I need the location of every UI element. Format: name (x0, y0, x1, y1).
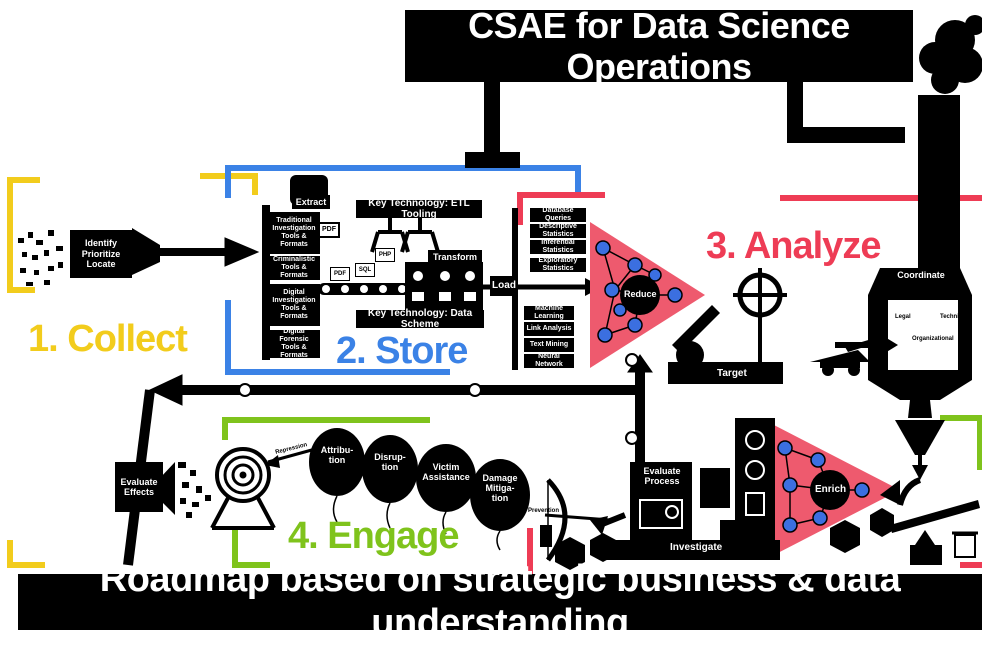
method-inferential-statistics: Inferential Statistics (530, 239, 586, 254)
method-database-queries: Database Queries (530, 207, 586, 222)
stage-engage-label: 4. Engage (288, 515, 459, 557)
scheme-label: Key Technology: Data Scheme (356, 308, 484, 330)
footer-banner: Roadmap based on strategic business & da… (18, 558, 982, 644)
transform-label: Transform (428, 250, 482, 264)
php-badge: PHP (375, 248, 395, 262)
tools-frame (262, 205, 270, 360)
collect-bracket (7, 173, 258, 568)
evaluate-process-label: Evaluate Process (643, 466, 681, 486)
pdf-badge-2: PDF (330, 267, 350, 281)
tool-criminalistic: Criminalistic Tools & Formats (268, 256, 320, 280)
enrich-panel (735, 418, 775, 548)
tool-traditional: Traditional Investigation Tools & Format… (268, 212, 320, 254)
transform-icons (405, 262, 483, 310)
evaluate-effects-box: Evaluate Effects (115, 462, 163, 512)
coordinate-machine (868, 268, 972, 480)
extract-label: Extract (292, 195, 330, 209)
enrich-gears (830, 508, 894, 553)
etl-claws (370, 218, 440, 253)
seesaw (890, 500, 980, 565)
transform-icon-grid (412, 271, 476, 301)
legal-label: Legal (895, 314, 911, 320)
balloon-victim-assistance: Victim Assistance (422, 462, 470, 482)
method-link-analysis: Link Analysis (524, 322, 574, 336)
balloon-disruption: Disrup- tion (374, 452, 406, 472)
store-conveyor (318, 283, 410, 295)
store-bracket (225, 165, 581, 375)
process-panel-icon (639, 499, 683, 529)
method-machine-learning: Machine Learning (524, 305, 574, 320)
identify-box: Identify Prioritize Locate (70, 230, 132, 278)
diagram-canvas (7, 15, 982, 575)
organizational-label: Organizational (912, 336, 954, 342)
balloon-attribution: Attribu- tion (320, 445, 354, 465)
technical-label: Technical (940, 314, 968, 320)
prevention-arrow (544, 513, 611, 522)
collect-funnel (132, 228, 160, 275)
tool-digital-investigation: Digital Investigation Tools & Formats (268, 284, 320, 326)
pdf-badge-1: PDF (318, 222, 340, 238)
coordinate-label: Coordinate (882, 268, 960, 282)
investigate-platform (600, 468, 780, 560)
balloons (309, 428, 530, 551)
chimney (918, 95, 960, 270)
load-label: Load (490, 276, 518, 296)
trash-icon (952, 531, 978, 558)
method-text-mining: Text Mining (524, 338, 574, 352)
enrich-return-arrow (880, 477, 922, 506)
coordinate-arrow (835, 334, 898, 356)
collect-data-icons (18, 230, 63, 286)
sql-badge: SQL (355, 263, 375, 277)
reduce-network (590, 222, 705, 368)
diagram-title: CSAE for Data Science Operations (405, 5, 913, 87)
engage-gears (540, 525, 616, 570)
etl-label: Key Technology: ETL Tooling (356, 198, 482, 220)
effects-data-icons (178, 462, 211, 518)
enrich-label: Enrich (815, 484, 847, 495)
effects-funnel (160, 462, 175, 515)
reduce-label: Reduce (624, 289, 657, 299)
target-label: Target (717, 368, 747, 379)
cannon (668, 305, 783, 384)
balloon-damage-mitigation: Damage Mitiga- tion (482, 473, 518, 503)
method-neural-network: Neural Network (524, 353, 574, 368)
target-scope (733, 268, 787, 362)
stage-collect-label: 1. Collect (28, 318, 188, 360)
enrich-panel-icons (745, 430, 765, 516)
stage-store-label: 2. Store (336, 330, 468, 372)
investigate-label: Investigate (670, 542, 723, 553)
method-exploratory-statistics: Exploratory Statistics (530, 257, 586, 272)
archery-target (210, 447, 276, 530)
smoke (919, 15, 982, 94)
enrich-network (772, 424, 900, 556)
tool-digital-forensic: Digital Forensic Tools & Formats (268, 328, 320, 359)
engage-bracket (222, 415, 982, 568)
prevention-label: Prevention (528, 508, 560, 514)
title-connector (465, 80, 905, 168)
stage-analyze-label: 3. Analyze (706, 225, 881, 267)
method-descriptive-statistics: Descriptive Statistics (530, 223, 586, 238)
